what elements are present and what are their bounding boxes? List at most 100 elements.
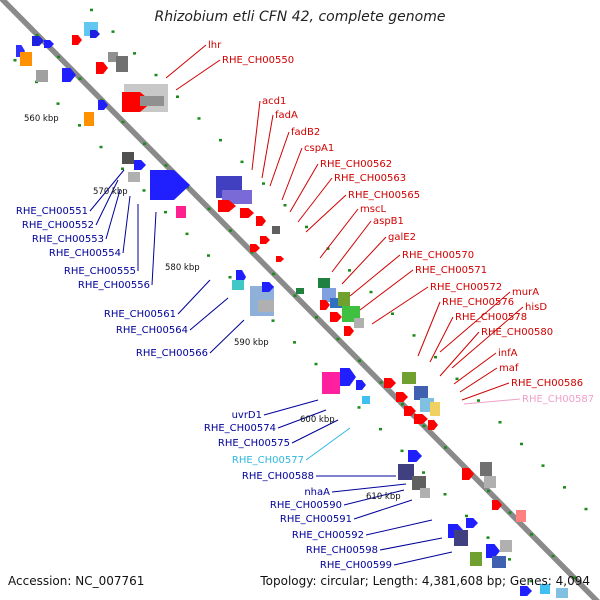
gene-label-forward[interactable]: galE2 [388, 232, 416, 243]
gene-label-forward[interactable]: RHE_CH00572 [430, 282, 502, 293]
gene-block [122, 152, 134, 164]
gene-label-forward[interactable]: RHE_CH00586 [511, 378, 583, 389]
gene-label-reverse[interactable]: RHE_CH00552 [22, 220, 94, 231]
tick-dot [541, 464, 545, 467]
gene-arrow [32, 36, 44, 46]
tick-dot [401, 402, 404, 406]
tick-dot [487, 489, 490, 493]
gene-label-forward[interactable]: RHE_CH00571 [415, 265, 487, 276]
gene-label-reverse[interactable]: RHE_CH00561 [104, 309, 176, 320]
gene-label-forward[interactable]: RHE_CH00578 [455, 312, 527, 323]
gene-label-reverse[interactable]: RHE_CH00566 [136, 348, 208, 359]
leader-line [461, 382, 510, 401]
label-leader-lines [89, 44, 524, 566]
gene-label-forward[interactable]: aspB1 [373, 216, 404, 227]
gene-label-forward[interactable]: fadB2 [291, 127, 320, 138]
gene-arrow [72, 35, 82, 45]
gene-arrow [98, 100, 108, 110]
leader-line [359, 269, 414, 311]
tick-dot [508, 511, 512, 514]
leader-line [379, 537, 443, 551]
gene-block [362, 396, 370, 404]
gene-label-forward[interactable]: RHE_CH00562 [320, 159, 392, 170]
gene-label-forward[interactable]: maf [499, 363, 519, 374]
gene-block [420, 488, 430, 498]
gene-arrow [276, 256, 284, 262]
leader-line [189, 297, 229, 331]
gene-label-forward[interactable]: mscL [360, 204, 386, 215]
gene-features [16, 22, 568, 598]
gene-block [20, 52, 32, 66]
gene-label-reverse[interactable]: RHE_CH00554 [49, 248, 121, 259]
gene-label-reverse[interactable]: RHE_CH00564 [116, 325, 188, 336]
gene-label-forward[interactable]: lhr [208, 40, 222, 51]
gene-label-forward[interactable]: infA [498, 348, 518, 359]
gene-block [412, 476, 426, 490]
gene-label-forward[interactable]: fadA [275, 110, 298, 121]
reverse-gene-labels: RHE_CH00551RHE_CH00552RHE_CH00553RHE_CH0… [16, 206, 392, 571]
tick-dot [164, 210, 167, 214]
gene-label-reverse[interactable]: RHE_CH00556 [78, 280, 150, 291]
gene-block [354, 318, 364, 328]
gene-arrow [344, 326, 354, 336]
gene-arrow [256, 216, 266, 226]
gene-arrow [330, 312, 342, 322]
tick-dot [357, 406, 361, 409]
tick-dot [465, 514, 468, 518]
tick-dot [207, 254, 210, 257]
gene-label-reverse[interactable]: RHE_CH00575 [218, 438, 290, 449]
gene-arrow [62, 68, 76, 82]
gene-label-reverse[interactable]: RHE_CH00551 [16, 206, 88, 217]
gene-label-forward[interactable]: acd1 [262, 96, 286, 107]
gene-label-reverse[interactable]: RHE_CH00588 [242, 471, 314, 482]
gene-arrow [134, 160, 146, 170]
gene-label-forward[interactable]: RHE_CH00570 [402, 250, 474, 261]
gene-label-forward[interactable]: RHE_CH00565 [348, 190, 420, 201]
tick-dot [207, 207, 211, 211]
gene-label-reverse[interactable]: RHE_CH00592 [292, 530, 364, 541]
leader-line [289, 163, 319, 213]
gene-label-reverse[interactable]: RHE_CH00590 [270, 500, 342, 511]
gene-block [470, 552, 482, 566]
gene-block [232, 280, 244, 290]
tick-dot [529, 579, 533, 583]
kbp-label: 600 kbp [300, 415, 335, 425]
gene-label-reverse[interactable]: RHE_CH00553 [32, 234, 104, 245]
gene-label-reverse[interactable]: RHE_CH00591 [280, 514, 352, 525]
leader-line [331, 220, 372, 273]
gene-block [480, 462, 492, 476]
leader-line [297, 177, 333, 223]
leader-line [89, 169, 125, 212]
tick-dot [176, 95, 179, 98]
tick-dot [573, 576, 576, 579]
leader-line [353, 499, 413, 520]
leader-line [269, 131, 290, 187]
gene-arrow [250, 244, 260, 252]
gene-label-reverse[interactable]: RHE_CH00577 [232, 455, 304, 466]
leader-line [331, 483, 407, 493]
gene-arrow [396, 392, 408, 402]
gene-label-reverse[interactable]: RHE_CH00574 [204, 423, 276, 434]
leader-line [151, 211, 157, 286]
gene-label-forward[interactable]: hisD [525, 302, 547, 313]
gene-label-reverse[interactable]: nhaA [304, 487, 330, 498]
gene-label-forward[interactable]: cspA1 [304, 143, 334, 154]
tick-dot [358, 359, 361, 362]
gene-arrow [486, 544, 500, 558]
gene-block [500, 540, 512, 552]
gene-block [108, 52, 118, 62]
gene-label-forward[interactable]: RHE_CH00576 [442, 297, 514, 308]
gene-label-reverse[interactable]: RHE_CH00599 [320, 560, 392, 571]
gene-label-forward[interactable]: RHE_CH00580 [481, 327, 553, 338]
tick-dot [422, 424, 426, 428]
tick-dot [455, 377, 459, 381]
gene-label-forward[interactable]: murA [512, 287, 539, 298]
gene-label-forward[interactable]: RHE_CH00587 [522, 394, 594, 405]
gene-label-reverse[interactable]: uvrD1 [232, 410, 262, 421]
gene-label-reverse[interactable]: RHE_CH00555 [64, 266, 136, 277]
gene-label-forward[interactable]: RHE_CH00563 [334, 173, 406, 184]
gene-block [330, 298, 342, 308]
gene-label-reverse[interactable]: RHE_CH00598 [306, 545, 378, 556]
gene-label-forward[interactable]: RHE_CH00550 [222, 55, 294, 66]
gene-block [116, 56, 128, 72]
